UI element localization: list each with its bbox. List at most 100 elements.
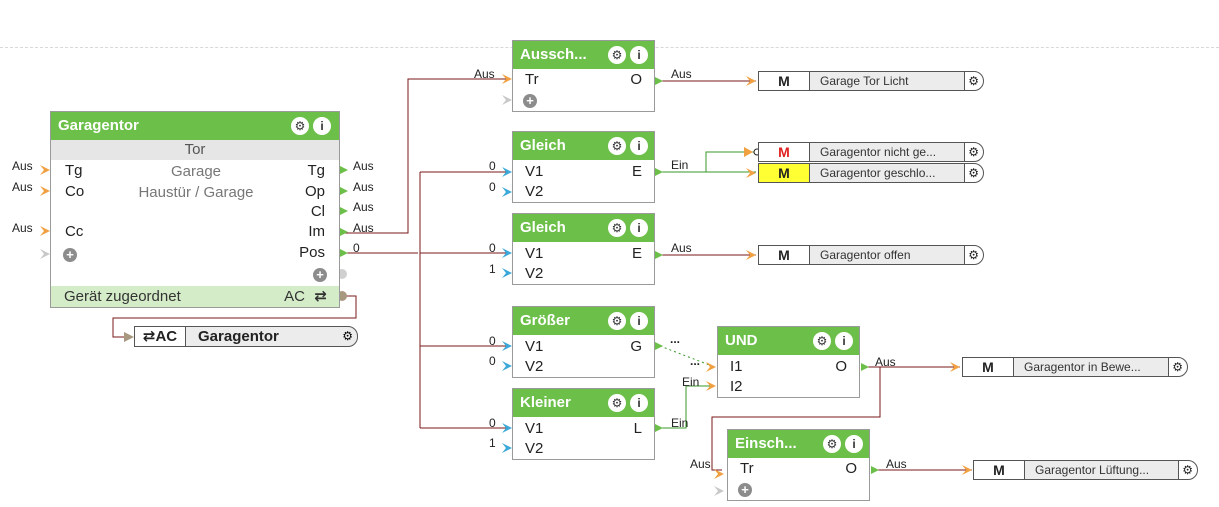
gear-icon[interactable]: ⚙ [813, 332, 831, 350]
wire-label-aus: Aus [671, 67, 692, 81]
arrow-m3 [746, 168, 756, 178]
output-marker: M [974, 461, 1025, 479]
pin-out-pos [340, 249, 348, 257]
gear-icon[interactable]: ⚙ [608, 46, 626, 64]
ausschalt-block[interactable]: Aussch... ⚙ i Tr O + [512, 40, 655, 112]
gear-icon[interactable]: ⚙ [608, 219, 626, 237]
wire-label-aus: Aus [886, 457, 907, 471]
ac-label: AC [284, 288, 305, 305]
output-label: Garagentor Lüftung... [1025, 461, 1179, 479]
output-marker: M [963, 358, 1014, 376]
output-marker: M [759, 164, 810, 182]
pin-out-cl [340, 207, 348, 215]
garagentor-header[interactable]: Garagentor ⚙ i [51, 112, 339, 140]
arrow-m6 [962, 465, 972, 475]
wire-label-zero: 0 [489, 180, 496, 194]
arrow-in-tg [40, 165, 50, 175]
add-input-plus-icon[interactable]: + [738, 483, 752, 497]
kleiner-in-v1: V1 [525, 420, 544, 437]
output-garagentor-lueftung[interactable]: M Garagentor Lüftung... ⚙ [973, 460, 1198, 480]
wire-label-one: 1 [489, 262, 496, 276]
kleiner-block[interactable]: Kleiner ⚙ i V1 V2 L [512, 388, 655, 460]
gleich2-in-v2: V2 [525, 265, 544, 282]
kleiner-header[interactable]: Kleiner ⚙ i [513, 389, 654, 417]
und-header[interactable]: UND ⚙ i [718, 327, 859, 355]
output-garage-tor-licht[interactable]: M Garage Tor Licht ⚙ [758, 71, 984, 91]
garagentor-sub2: Haustür / Garage [138, 184, 254, 201]
add-input-plus-icon[interactable]: + [63, 248, 77, 262]
groesser-block[interactable]: Größer ⚙ i V1 V2 G [512, 306, 655, 378]
arrow-in-cc [40, 226, 50, 236]
wire-und-to-einschalt [711, 366, 881, 471]
ausschalt-header[interactable]: Aussch... ⚙ i [513, 41, 654, 69]
swap-icon[interactable]: ⇄ [314, 288, 327, 305]
arrow-in-ein [714, 469, 724, 479]
gear-icon[interactable]: ⚙ [1172, 360, 1183, 374]
wire-label-aus: Aus [12, 221, 33, 235]
garagentor-sub1: Garage [170, 163, 222, 180]
info-icon[interactable]: i [630, 312, 648, 330]
info-icon[interactable]: i [630, 137, 648, 155]
pin-out-groesser [655, 342, 663, 350]
einschalt-title: Einsch... [735, 435, 797, 452]
wire-label-dots: ... [670, 332, 681, 346]
arrow-und-i1 [706, 362, 716, 372]
output-garagentor-nicht-geschlossen[interactable]: M Garagentor nicht ge... ⚙ [758, 142, 984, 162]
output-marker: M [759, 246, 810, 264]
pin-out-im [340, 228, 348, 236]
info-icon[interactable]: i [630, 219, 648, 237]
einschalt-header[interactable]: Einsch... ⚙ i [728, 430, 869, 458]
output-garagentor-offen[interactable]: M Garagentor offen ⚙ [758, 245, 984, 265]
output-label: Garagentor nicht ge... [810, 143, 965, 161]
output-garagentor-geschlossen[interactable]: M Garagentor geschlo... ⚙ [758, 163, 984, 183]
wire-im-to-ausschalt [345, 78, 507, 234]
und-block[interactable]: UND ⚙ i I1 I2 O [717, 326, 860, 398]
info-icon[interactable]: i [845, 435, 863, 453]
und-in-i1: I1 [730, 358, 743, 375]
gear-icon[interactable]: ⚙ [968, 74, 979, 88]
gear-icon[interactable]: ⚙ [608, 394, 626, 412]
gear-icon[interactable]: ⚙ [968, 145, 979, 159]
wire-label-zero: 0 [489, 416, 496, 430]
ausschalt-title: Aussch... [520, 46, 587, 63]
gear-icon[interactable]: ⚙ [823, 435, 841, 453]
add-input-plus-icon[interactable]: + [523, 94, 537, 108]
gleich1-header[interactable]: Gleich ⚙ i [513, 132, 654, 160]
arrow-in-empty-einschalt [714, 486, 724, 496]
gear-icon[interactable]: ⚙ [968, 166, 979, 180]
info-icon[interactable]: i [313, 117, 331, 135]
einschalt-block[interactable]: Einsch... ⚙ i Tr O + [727, 429, 870, 501]
wire-label-aus: Aus [474, 67, 495, 81]
wire-label-ein: Ein [671, 158, 689, 172]
groesser-title: Größer [520, 312, 571, 329]
gear-icon[interactable]: ⚙ [968, 248, 979, 262]
gleich2-block[interactable]: Gleich ⚙ i V1 V2 E [512, 213, 655, 285]
garagentor-block[interactable]: Garagentor ⚙ i Tor Garage Haustür / Gara… [50, 111, 340, 308]
garagentor-footer[interactable]: Gerät zugeordnet AC ⇄ [51, 286, 339, 307]
arrow-m5 [950, 362, 960, 372]
gear-icon[interactable]: ⚙ [1182, 463, 1193, 477]
wire-kleiner-to-und [660, 385, 712, 429]
info-icon[interactable]: i [630, 394, 648, 412]
gleich1-in-v2: V2 [525, 183, 544, 200]
wire-groesser-dotted [659, 345, 713, 367]
gear-icon[interactable]: ⚙ [342, 329, 353, 343]
gear-icon[interactable]: ⚙ [608, 137, 626, 155]
info-icon[interactable]: i [630, 46, 648, 64]
arrow-in-co [40, 186, 50, 196]
info-icon[interactable]: i [835, 332, 853, 350]
gleich2-out-e: E [631, 245, 642, 262]
gleich2-header[interactable]: Gleich ⚙ i [513, 214, 654, 242]
wire-label-aus: Aus [353, 180, 374, 194]
groesser-out-g: G [630, 338, 642, 355]
gear-icon[interactable]: ⚙ [608, 312, 626, 330]
gear-icon[interactable]: ⚙ [291, 117, 309, 135]
gleich1-block[interactable]: Gleich ⚙ i V1 V2 E [512, 131, 655, 203]
output-garagentor-in-bewegung[interactable]: M Garagentor in Bewe... ⚙ [962, 357, 1188, 377]
groesser-header[interactable]: Größer ⚙ i [513, 307, 654, 335]
in-port-co: Co [65, 183, 85, 200]
ac-device-box[interactable]: ⇄AC Garagentor ⚙ [134, 326, 358, 347]
add-output-plus-icon[interactable]: + [313, 268, 327, 282]
